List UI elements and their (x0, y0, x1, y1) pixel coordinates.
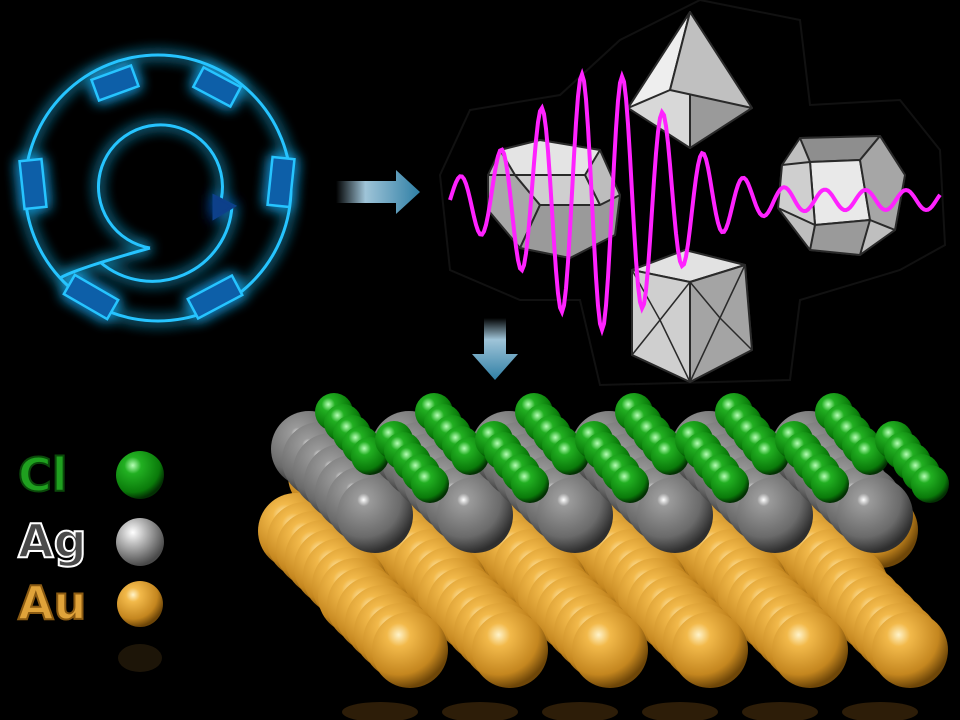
legend (116, 451, 164, 672)
ag-legend-sphere (116, 518, 164, 566)
polyhedra-cluster (438, 0, 947, 387)
right-arrow-icon (336, 170, 420, 214)
au-atom (672, 612, 748, 688)
ag-atom (837, 477, 913, 553)
ag-atom (737, 477, 813, 553)
ag-atom (437, 477, 513, 553)
au-reflection (742, 702, 818, 720)
cl-atom (611, 465, 649, 503)
wave-packet (448, 67, 942, 337)
au-atom (772, 612, 848, 688)
au-reflection (442, 702, 518, 720)
cl-atom (911, 465, 949, 503)
legend-label-au: Au (17, 576, 87, 630)
au-atom (572, 612, 648, 688)
au-legend-sphere (117, 581, 163, 627)
ag-atom (637, 477, 713, 553)
au-atom (472, 612, 548, 688)
au-reflection (342, 702, 418, 720)
au-reflection (642, 702, 718, 720)
legend-label-ag: Ag (17, 514, 88, 568)
cl-atom (411, 465, 449, 503)
legend-label-cl: Cl (17, 448, 69, 502)
ag-atom (537, 477, 613, 553)
cl-atom (511, 465, 549, 503)
au-atom (872, 612, 948, 688)
cl-legend-sphere (116, 451, 164, 499)
au-atom (372, 612, 448, 688)
au-reflection (842, 702, 918, 720)
ag-atom (337, 477, 413, 553)
cl-atom (811, 465, 849, 503)
cl-atom (711, 465, 749, 503)
atomic-slab (258, 393, 949, 720)
circular-flow-reactor-icon (18, 53, 296, 323)
au-reflection (542, 702, 618, 720)
down-arrow-icon (472, 318, 518, 380)
